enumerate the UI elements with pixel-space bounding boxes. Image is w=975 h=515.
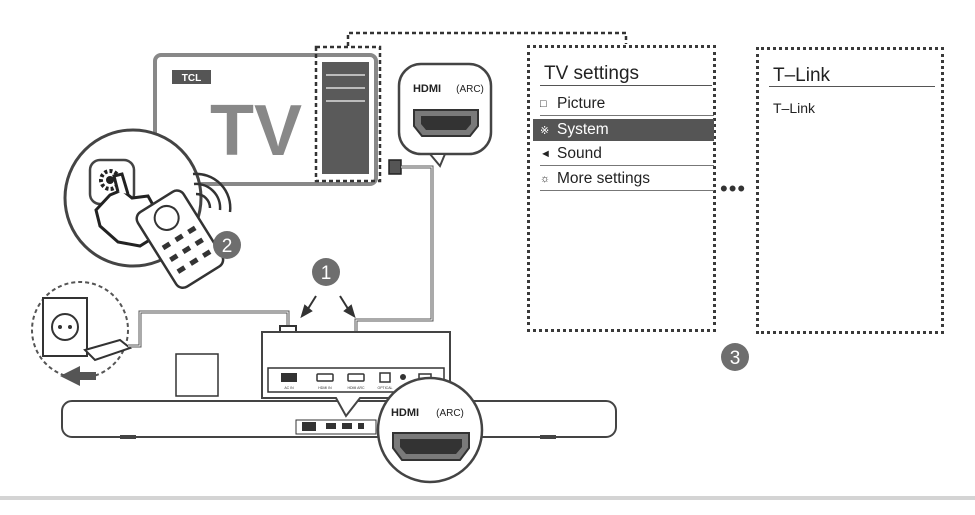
sound-icon: ◄ — [540, 148, 551, 160]
settings-icon: ☼ — [540, 173, 551, 185]
step-2-number: 2 — [222, 236, 233, 257]
menu-item-system[interactable]: ※ System — [533, 119, 714, 141]
menu-link-line — [346, 31, 628, 46]
tlink-title: T–Link — [773, 65, 831, 86]
tv: TCL TV — [153, 45, 382, 186]
tv-settings-title: TV settings — [544, 63, 640, 84]
step-3-marker: 3 — [721, 343, 749, 371]
step-1-number: 1 — [321, 263, 332, 284]
tv-brand: TCL — [182, 73, 201, 84]
menu-item-label: Sound — [557, 145, 602, 162]
port-label-optical: OPTICAL — [378, 386, 393, 390]
power-plug-icon — [83, 338, 133, 362]
port-label-ac-in: AC IN — [284, 386, 294, 390]
menu-item-more-settings[interactable]: ☼ More settings — [540, 168, 712, 190]
tv-brand-badge — [172, 70, 211, 84]
tlink-panel: T–Link T–Link — [756, 47, 944, 334]
step-1-arrows — [300, 295, 356, 319]
wall-outlet — [31, 281, 133, 386]
menu-divider — [540, 165, 714, 166]
system-icon: ※ — [540, 124, 550, 137]
menu-item-label: System — [557, 121, 609, 138]
hdmi-arc-label-bottom: (ARC) — [436, 408, 464, 419]
menu-divider — [540, 115, 714, 116]
step-3-number: 3 — [730, 348, 741, 369]
step-1-marker: 1 — [312, 258, 340, 286]
hdmi-arc-badge-top: HDMI (ARC) — [397, 62, 493, 168]
menu-divider — [540, 190, 714, 191]
menu-item-sound[interactable]: ◄ Sound — [540, 143, 712, 165]
menu-item-label: Picture — [557, 95, 606, 112]
bottom-separator — [0, 496, 975, 500]
remote-control — [135, 189, 225, 290]
subwoofer-square — [175, 353, 219, 397]
title-divider — [540, 85, 712, 86]
menu-item-picture[interactable]: □ Picture — [540, 93, 712, 115]
tv-label: TV — [210, 91, 302, 171]
port-label-hdmi-in: HDMI IN — [318, 386, 332, 390]
tv-settings-panel: TV settings □ Picture ※ System ◄ Sound ☼… — [527, 45, 716, 332]
ellipsis: ••• — [720, 176, 747, 201]
hdmi-arc-badge-bottom: HDMI (ARC) — [376, 376, 484, 484]
title-divider — [769, 86, 935, 87]
tlink-option[interactable]: T–Link — [773, 100, 816, 116]
tv-onscreen-menu — [322, 62, 369, 174]
hdmi-logo-bottom: HDMI — [391, 407, 419, 419]
hdmi-arc-label-top: (ARC) — [456, 84, 484, 95]
picture-icon: □ — [540, 98, 547, 110]
hdmi-logo-top: HDMI — [413, 83, 441, 95]
port-label-hdmi-arc: HDMI ARC — [347, 386, 365, 390]
signal-waves-icon — [192, 172, 232, 213]
menu-item-label: More settings — [557, 170, 651, 187]
soundbar — [61, 331, 617, 439]
insert-arrow-icon — [60, 366, 96, 386]
step-2-marker: 2 — [213, 231, 241, 259]
